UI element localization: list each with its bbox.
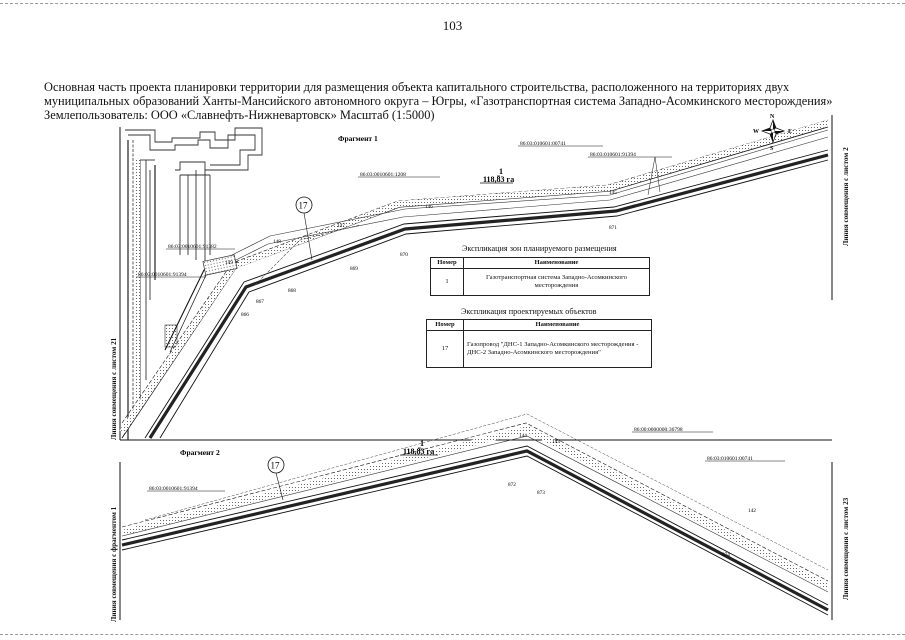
- point-label: 144: [519, 433, 527, 439]
- object-17-callout-fragment-1: 17: [295, 196, 313, 261]
- parcel-label: 86:03:010601:91394: [590, 152, 636, 158]
- corridor-fragment-1: [119, 119, 829, 439]
- object-17-label-1: 17: [299, 201, 309, 211]
- point-label: 866: [241, 312, 249, 318]
- objects-header-name: Наименование: [463, 319, 652, 331]
- objects-table: Номер Наименование 17 Газопровод "ДНС-1 …: [426, 319, 652, 368]
- compass-n: N: [770, 114, 775, 120]
- fragment-2-area-label: 118,83 га: [403, 447, 434, 456]
- table-row: 1 Газотранспортная система Западно-Асомк…: [430, 268, 650, 296]
- hatched-strip-left: [134, 160, 140, 400]
- parcel-label: 86:03:0010601:91382: [168, 244, 217, 250]
- page-number: 103: [442, 18, 463, 33]
- parcel-label: 86:03:0010601:91394: [138, 272, 187, 278]
- parcel-label: 86:03:010601:00741: [520, 141, 566, 147]
- scan-edge-bottom: [0, 634, 905, 635]
- point-label: 870: [400, 252, 408, 258]
- point-label: 148: [273, 239, 281, 245]
- compass-w: W: [753, 129, 759, 135]
- fragment-1-area-label: 118,83 га: [483, 175, 514, 184]
- parcel-label: 86:03:0010601:91394: [149, 486, 198, 492]
- point-label: 874: [722, 552, 730, 558]
- objects-table-caption: Экспликация проектируемых объектов: [461, 307, 597, 316]
- table-row: 17 Газопровод "ДНС-1 Западно-Асомкинског…: [426, 330, 652, 368]
- point-label: 871: [609, 225, 617, 231]
- fragment-1-marker: 1: [499, 167, 503, 176]
- fragment-2-title: Фрагмент 2: [180, 448, 220, 457]
- object-17-label-2: 17: [271, 461, 281, 471]
- fragment-1-title: Фрагмент 1: [338, 134, 378, 143]
- point-label: 147: [337, 223, 345, 229]
- parcel-label: 86:03:0010601:1208: [360, 172, 406, 178]
- point-label: 149: [225, 260, 233, 266]
- point-label: 868: [288, 288, 296, 294]
- object-17-callout-fragment-2: 17: [267, 456, 285, 501]
- point-label: 872: [508, 482, 516, 488]
- side-label-right-bottom: Линия совмещения с листом 23: [842, 497, 850, 600]
- fragment-1-point-labels: 146 145 147 148 149 871 870 869 868 867 …: [225, 190, 617, 318]
- compass-rose-icon: [760, 118, 786, 144]
- point-label: 143: [552, 439, 560, 445]
- zones-header-number: Номер: [430, 257, 464, 269]
- fragment-1-parcel-labels: 86:03:010601:00741 86:03:010601:91394 86…: [136, 141, 672, 278]
- scan-edge-top: [0, 3, 905, 4]
- parcel-label: 86:03:010601:00741: [707, 456, 753, 462]
- side-label-left-top: Линия совмещения с листом 21: [110, 337, 118, 440]
- compass-s: S: [770, 146, 774, 152]
- point-label: 145: [609, 190, 617, 196]
- point-label: 873: [537, 490, 545, 496]
- objects-cell-number: 17: [426, 330, 464, 368]
- point-label: 146: [425, 204, 433, 210]
- zones-header-name: Наименование: [463, 257, 650, 269]
- fragment-2-parcel-labels: 86:03:0010601:91394 86:00:0000000:36798 …: [147, 427, 785, 492]
- frame-2: [119, 462, 833, 620]
- zones-table: Номер Наименование 1 Газотранспортная си…: [430, 257, 650, 296]
- corridor-fragment-2: [121, 413, 830, 616]
- objects-cell-name: Газопровод "ДНС-1 Западно-Асомкинского м…: [463, 330, 652, 368]
- zones-cell-number: 1: [430, 268, 464, 296]
- compass-e: E: [788, 129, 792, 135]
- side-label-right-top: Линия совмещения с листом 2: [842, 147, 850, 246]
- fragment-2-marker: 1: [420, 439, 424, 448]
- junction-block: [202, 254, 238, 276]
- zones-cell-name: Газотранспортная система Западно-Асомкин…: [463, 268, 650, 296]
- point-label: 869: [350, 266, 358, 272]
- point-label: 867: [256, 299, 264, 305]
- parcel-label: 86:00:0000000:36798: [634, 427, 683, 433]
- zones-table-caption: Экспликация зон планируемого размещения: [462, 244, 617, 253]
- sheet-header: Основная часть проекта планировки террит…: [44, 80, 833, 122]
- side-label-left-bottom: Линия совмещения с фрагментом 1: [110, 506, 118, 622]
- fragment-2-point-labels: 144 143 142 872 873 874: [508, 433, 756, 558]
- objects-header-number: Номер: [426, 319, 464, 331]
- point-label: 142: [748, 508, 756, 514]
